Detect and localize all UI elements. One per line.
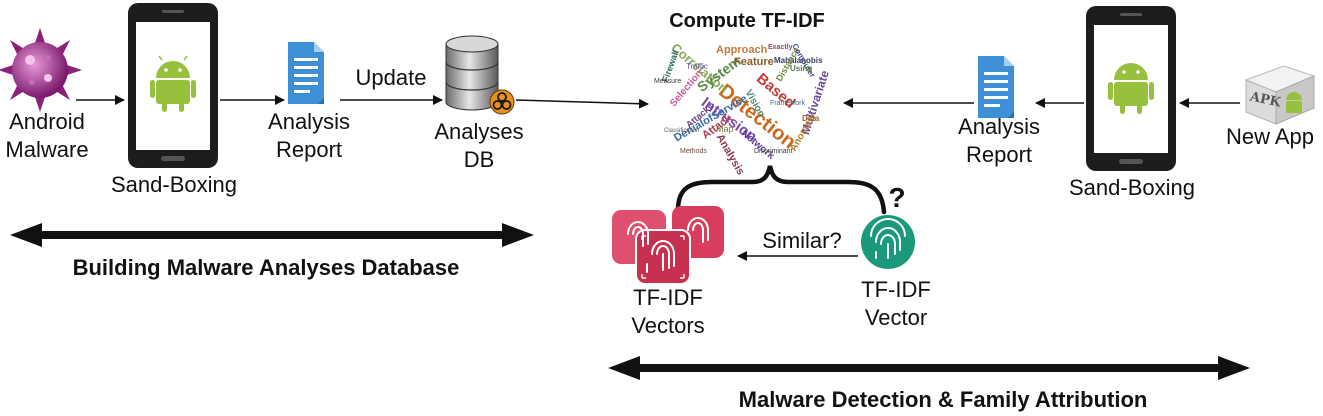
detection-caption: Malware Detection & Family Attribution: [738, 387, 1148, 412]
word-cloud-word: Framework: [770, 100, 806, 107]
right-report-document-icon: [978, 56, 1014, 118]
word-cloud-word: Classification: [664, 128, 700, 134]
word-cloud-word: Using: [790, 64, 813, 73]
android-robot-icon: [150, 55, 196, 112]
word-cloud-word: Map: [716, 124, 734, 134]
word-cloud-background: [650, 36, 840, 160]
tfidf-vector-fingerprint-icon: [861, 215, 915, 269]
curly-brace: [675, 165, 887, 215]
new-app-label: New App: [1225, 124, 1315, 149]
android-robot-icon: [1108, 63, 1154, 114]
biohazard-icon: [489, 89, 515, 115]
word-cloud-word: Traffic: [686, 62, 708, 71]
word-cloud-word: Measure: [654, 78, 682, 85]
word-cloud-word: Approach: [716, 44, 768, 56]
update-label: Update: [355, 65, 427, 90]
word-cloud-word: Exactly: [768, 44, 793, 51]
android-malware-virus-icon: [0, 28, 82, 112]
building-db-double-arrow: [10, 223, 534, 247]
word-cloud-word: Discriminant: [754, 148, 793, 155]
word-cloud-word: Feature: [734, 56, 774, 68]
analyses-db-icon: [445, 35, 515, 115]
question-mark: ?: [888, 182, 906, 213]
apk-label: APK: [1248, 89, 1283, 111]
building-db-caption: Building Malware Analyses Database: [72, 255, 460, 280]
similar-label: Similar?: [762, 228, 842, 253]
arrow-db-to-tfidf: [515, 98, 649, 109]
right-sandboxing-label: Sand-Boxing: [1069, 175, 1195, 200]
tfidf-vectors-fingerprint-icons: [612, 206, 724, 285]
detection-double-arrow: [608, 356, 1250, 380]
word-cloud-word: Methods: [680, 148, 707, 155]
left-sandboxing-label: Sand-Boxing: [111, 172, 237, 197]
word-cloud-word: Data: [802, 114, 820, 123]
left-phone-icon: [128, 3, 218, 168]
left-report-document-icon: [288, 42, 324, 104]
word-cloud-word: Mahalanobis: [774, 56, 823, 65]
apk-package-icon: APK: [1244, 65, 1316, 125]
word-cloud: Detection Intrusion Based Multivariate D…: [650, 36, 840, 177]
compute-tfidf-title: Compute TF-IDF: [669, 10, 825, 32]
right-phone-icon: [1086, 6, 1176, 171]
